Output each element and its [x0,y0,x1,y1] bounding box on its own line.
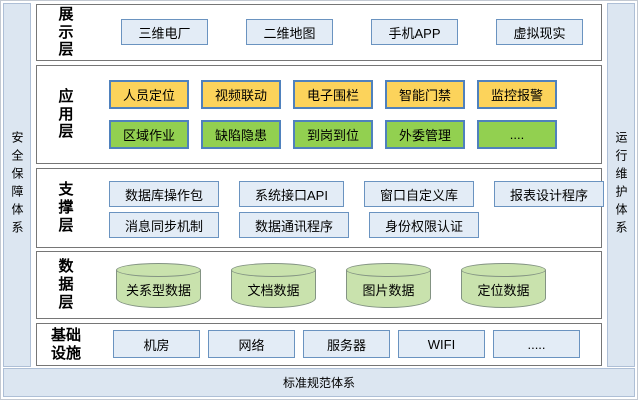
application-item: 视频联动 [201,80,281,109]
support-item: 系统接口API [239,181,344,207]
security-assurance-panel: 安全保障体系 [3,3,31,367]
application-row-2: 区域作业 缺陷隐患 到岗到位 外委管理 .... [109,120,601,149]
presentation-item: 手机APP [371,19,458,45]
application-item: 监控报警 [477,80,557,109]
security-assurance-label: 安全保障体系 [10,131,24,239]
support-item: 报表设计程序 [494,181,605,207]
infrastructure-row: 机房 网络 服务器 WIFI ..... [113,330,601,358]
cylinder-top-icon [461,263,546,277]
support-row-1: 数据库操作包 系统接口API 窗口自定义库 报表设计程序 [109,181,605,207]
support-item: 身份权限认证 [369,212,480,238]
database-cylinder: 文档数据 [231,263,316,308]
layer-support: 支撑层 数据库操作包 系统接口API 窗口自定义库 报表设计程序 消息同步机制 … [36,168,605,248]
layer-infrastructure-title: 基础设施 [50,326,81,362]
application-item: 区域作业 [109,120,189,149]
layer-data-title: 数据层 [58,258,74,311]
layer-data-content: 关系型数据 文档数据 图片数据 定位数据 [95,252,601,318]
database-cylinder-label: 关系型数据 [125,283,191,298]
database-cylinder: 图片数据 [346,263,431,308]
infrastructure-item: 网络 [208,330,295,358]
cylinder-top-icon [231,263,316,277]
infrastructure-item: 机房 [113,330,200,358]
cylinder-top-icon [116,263,201,277]
layer-application: 应用层 人员定位 视频联动 电子围栏 智能门禁 监控报警 区域作业 缺陷隐患 到… [36,65,602,164]
infrastructure-item: ..... [493,330,580,358]
layer-application-content: 人员定位 视频联动 电子围栏 智能门禁 监控报警 区域作业 缺陷隐患 到岗到位 … [95,66,601,163]
operation-maintenance-label: 运行维护体系 [614,131,628,239]
layer-infrastructure-content: 机房 网络 服务器 WIFI ..... [95,324,601,365]
database-cylinder-label: 文档数据 [247,283,300,298]
layer-application-title: 应用层 [58,87,74,141]
application-item: 缺陷隐患 [201,120,281,149]
application-item: 电子围栏 [293,80,373,109]
presentation-item: 二维地图 [246,19,333,45]
presentation-item: 三维电厂 [121,19,208,45]
layer-support-title: 支撑层 [58,181,74,234]
cylinder-top-icon [346,263,431,277]
database-cylinder: 关系型数据 [116,263,201,308]
database-cylinder-label: 定位数据 [477,283,530,298]
layer-presentation-content: 三维电厂 二维地图 手机APP 虚拟现实 [95,5,601,60]
support-item: 数据通讯程序 [239,212,350,238]
layer-presentation: 展示层 三维电厂 二维地图 手机APP 虚拟现实 [36,4,602,61]
database-cylinder-label: 图片数据 [362,283,415,298]
presentation-item: 虚拟现实 [496,19,583,45]
infrastructure-item: 服务器 [303,330,390,358]
operation-maintenance-panel: 运行维护体系 [607,3,635,367]
application-item: 人员定位 [109,80,189,109]
application-item: .... [477,120,557,149]
support-item: 数据库操作包 [109,181,220,207]
layer-data: 数据层 关系型数据 文档数据 图片数据 [36,251,602,319]
support-item: 消息同步机制 [109,212,220,238]
standards-panel: 标准规范体系 [3,368,635,397]
support-row-2: 消息同步机制 数据通讯程序 身份权限认证 [109,212,601,238]
presentation-row: 三维电厂 二维地图 手机APP 虚拟现实 [121,19,601,45]
application-item: 外委管理 [385,120,465,149]
support-item: 窗口自定义库 [363,181,474,207]
data-row: 关系型数据 文档数据 图片数据 定位数据 [116,263,601,308]
database-cylinder: 定位数据 [461,263,546,308]
infrastructure-item: WIFI [398,330,485,358]
layer-presentation-title: 展示层 [58,5,74,59]
standards-label: 标准规范体系 [282,376,355,390]
application-item: 到岗到位 [293,120,373,149]
layer-support-content: 数据库操作包 系统接口API 窗口自定义库 报表设计程序 消息同步机制 数据通讯… [95,169,605,247]
application-row-1: 人员定位 视频联动 电子围栏 智能门禁 监控报警 [109,80,601,109]
layer-infrastructure: 基础设施 机房 网络 服务器 WIFI ..... [36,323,602,366]
application-item: 智能门禁 [385,80,465,109]
